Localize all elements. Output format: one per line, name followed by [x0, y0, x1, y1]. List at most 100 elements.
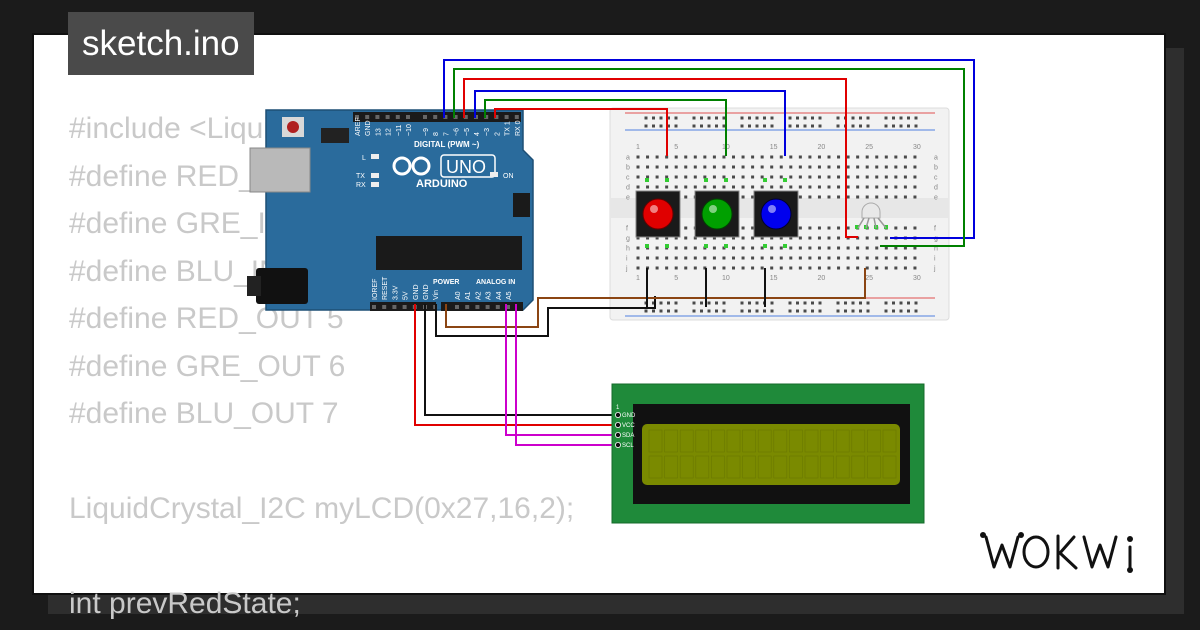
column-number: 5 — [674, 144, 678, 151]
column-number: 30 — [913, 144, 921, 151]
top-pin-label: 13 — [375, 128, 382, 136]
lcd-pin-label: SDA — [622, 433, 634, 439]
bottom-pin-label: GND — [413, 284, 420, 300]
wire-lcd-vcc — [414, 304, 617, 426]
top-pin-label: 4 — [474, 132, 481, 136]
wire-green-out — [453, 68, 965, 247]
code-line: int prevRedState; — [69, 587, 301, 620]
row-letter: a — [934, 155, 938, 162]
led-rx-label: RX — [356, 182, 366, 189]
column-number: 1 — [636, 275, 640, 282]
digital-header-label: DIGITAL (PWM ~) — [414, 140, 480, 149]
wire-red-in — [494, 108, 668, 156]
row-letter: f — [934, 226, 936, 233]
lcd-pin-label: GND — [622, 413, 636, 419]
lcd-pin[interactable] — [615, 421, 622, 428]
lcd-pin[interactable] — [615, 411, 622, 418]
analog-header-label: ANALOG IN — [476, 279, 515, 286]
wire-lcd-sda — [505, 304, 617, 436]
lcd-pin[interactable] — [615, 431, 622, 438]
led-l-label: L — [362, 155, 366, 162]
pushbutton-blue[interactable] — [753, 190, 799, 238]
column-number: 5 — [674, 275, 678, 282]
bottom-pin-label: Vin — [433, 290, 440, 300]
code-line: #define BLU_OUT 7 — [69, 397, 339, 430]
led-on-label: ON — [503, 173, 514, 180]
lcd-pin-label: VCC — [622, 423, 635, 429]
column-number: 10 — [722, 275, 730, 282]
column-number: 15 — [770, 144, 778, 151]
pushbutton-green[interactable] — [694, 190, 740, 238]
row-letter: c — [626, 175, 630, 182]
row-letter: e — [934, 195, 938, 202]
code-line: #define RED_OUT 5 — [69, 302, 344, 335]
column-number: 20 — [817, 144, 825, 151]
column-number: 20 — [817, 275, 825, 282]
wokwi-logo — [978, 527, 1148, 582]
row-letter: a — [626, 155, 630, 162]
row-letter: i — [626, 256, 628, 263]
bottom-pin-label: 3.3V — [392, 285, 399, 300]
top-pin-label: AREF — [355, 117, 362, 136]
wire-brown — [445, 268, 866, 328]
bottom-pin-label: RESET — [382, 276, 389, 300]
top-pin-label: ~9 — [423, 128, 430, 136]
wire-lcd-scl — [515, 304, 617, 446]
column-number: 25 — [865, 275, 873, 282]
bottom-pin-label: IOREF — [372, 279, 379, 300]
code-line: #define GRE_OUT 6 — [69, 349, 346, 383]
bottom-pin-label: 5V — [403, 291, 410, 300]
bottom-pin-label: A1 — [465, 291, 472, 300]
row-letter: h — [626, 246, 630, 253]
bottom-pin-label: A5 — [506, 291, 513, 300]
row-letter: b — [626, 165, 630, 172]
column-number: 15 — [770, 275, 778, 282]
bottom-pin-label: A4 — [496, 291, 503, 300]
arduino-brand: ARDUINO — [416, 178, 468, 190]
top-pin-label: TX 1 — [505, 121, 512, 136]
top-pin-label: ~6 — [454, 128, 461, 136]
column-number: 30 — [913, 275, 921, 282]
wire-green-in — [484, 99, 727, 156]
top-pin-label: 8 — [433, 132, 440, 136]
bottom-pin-label: A0 — [455, 291, 462, 300]
arduino-model: UNO — [446, 157, 486, 177]
bottom-pin-label: A2 — [475, 291, 482, 300]
wokwi-logo-mark — [980, 532, 1133, 573]
bottom-pin-label: GND — [423, 284, 430, 300]
row-letter: j — [625, 266, 628, 273]
row-letter: i — [934, 256, 936, 263]
row-letter: d — [934, 185, 938, 192]
arduino-logo — [392, 156, 431, 176]
rgb-led[interactable] — [857, 202, 887, 229]
top-pin-label: 12 — [386, 128, 393, 136]
top-pin-label: ~5 — [464, 128, 471, 136]
row-letter: j — [933, 266, 936, 273]
lcd-pin1-label: 1 — [616, 405, 620, 411]
lcd-pin-label: SCL — [622, 443, 634, 449]
wires — [414, 59, 975, 446]
top-pin-label: ~3 — [484, 128, 491, 136]
top-pin-label: GND — [365, 120, 372, 136]
wire-lcd-gnd — [424, 304, 617, 416]
wire-blue-out — [443, 59, 975, 239]
top-pin-label: 7 — [443, 132, 450, 136]
row-letter: f — [626, 226, 628, 233]
row-letter: b — [934, 165, 938, 172]
column-number: 25 — [865, 144, 873, 151]
top-pin-label: ~11 — [396, 125, 403, 136]
wire-blue-in — [474, 90, 786, 156]
lcd-pin[interactable] — [615, 441, 622, 448]
led-tx-label: TX — [356, 173, 365, 180]
file-tab[interactable]: sketch.ino — [68, 12, 254, 75]
top-pin-label: ~10 — [406, 124, 413, 136]
top-pin-label: RX 0 — [515, 120, 522, 136]
code-line: #define BLU_IN 4 — [69, 254, 306, 288]
wire-gnd-breadboard — [435, 296, 656, 337]
row-letter: g — [626, 236, 630, 243]
lcd-1602-i2c[interactable]: GND VCC SDA SCL 1 — [611, 383, 925, 524]
bottom-pin-label: A3 — [486, 291, 493, 300]
pushbutton-red[interactable] — [635, 190, 681, 238]
row-letter: c — [934, 175, 938, 182]
